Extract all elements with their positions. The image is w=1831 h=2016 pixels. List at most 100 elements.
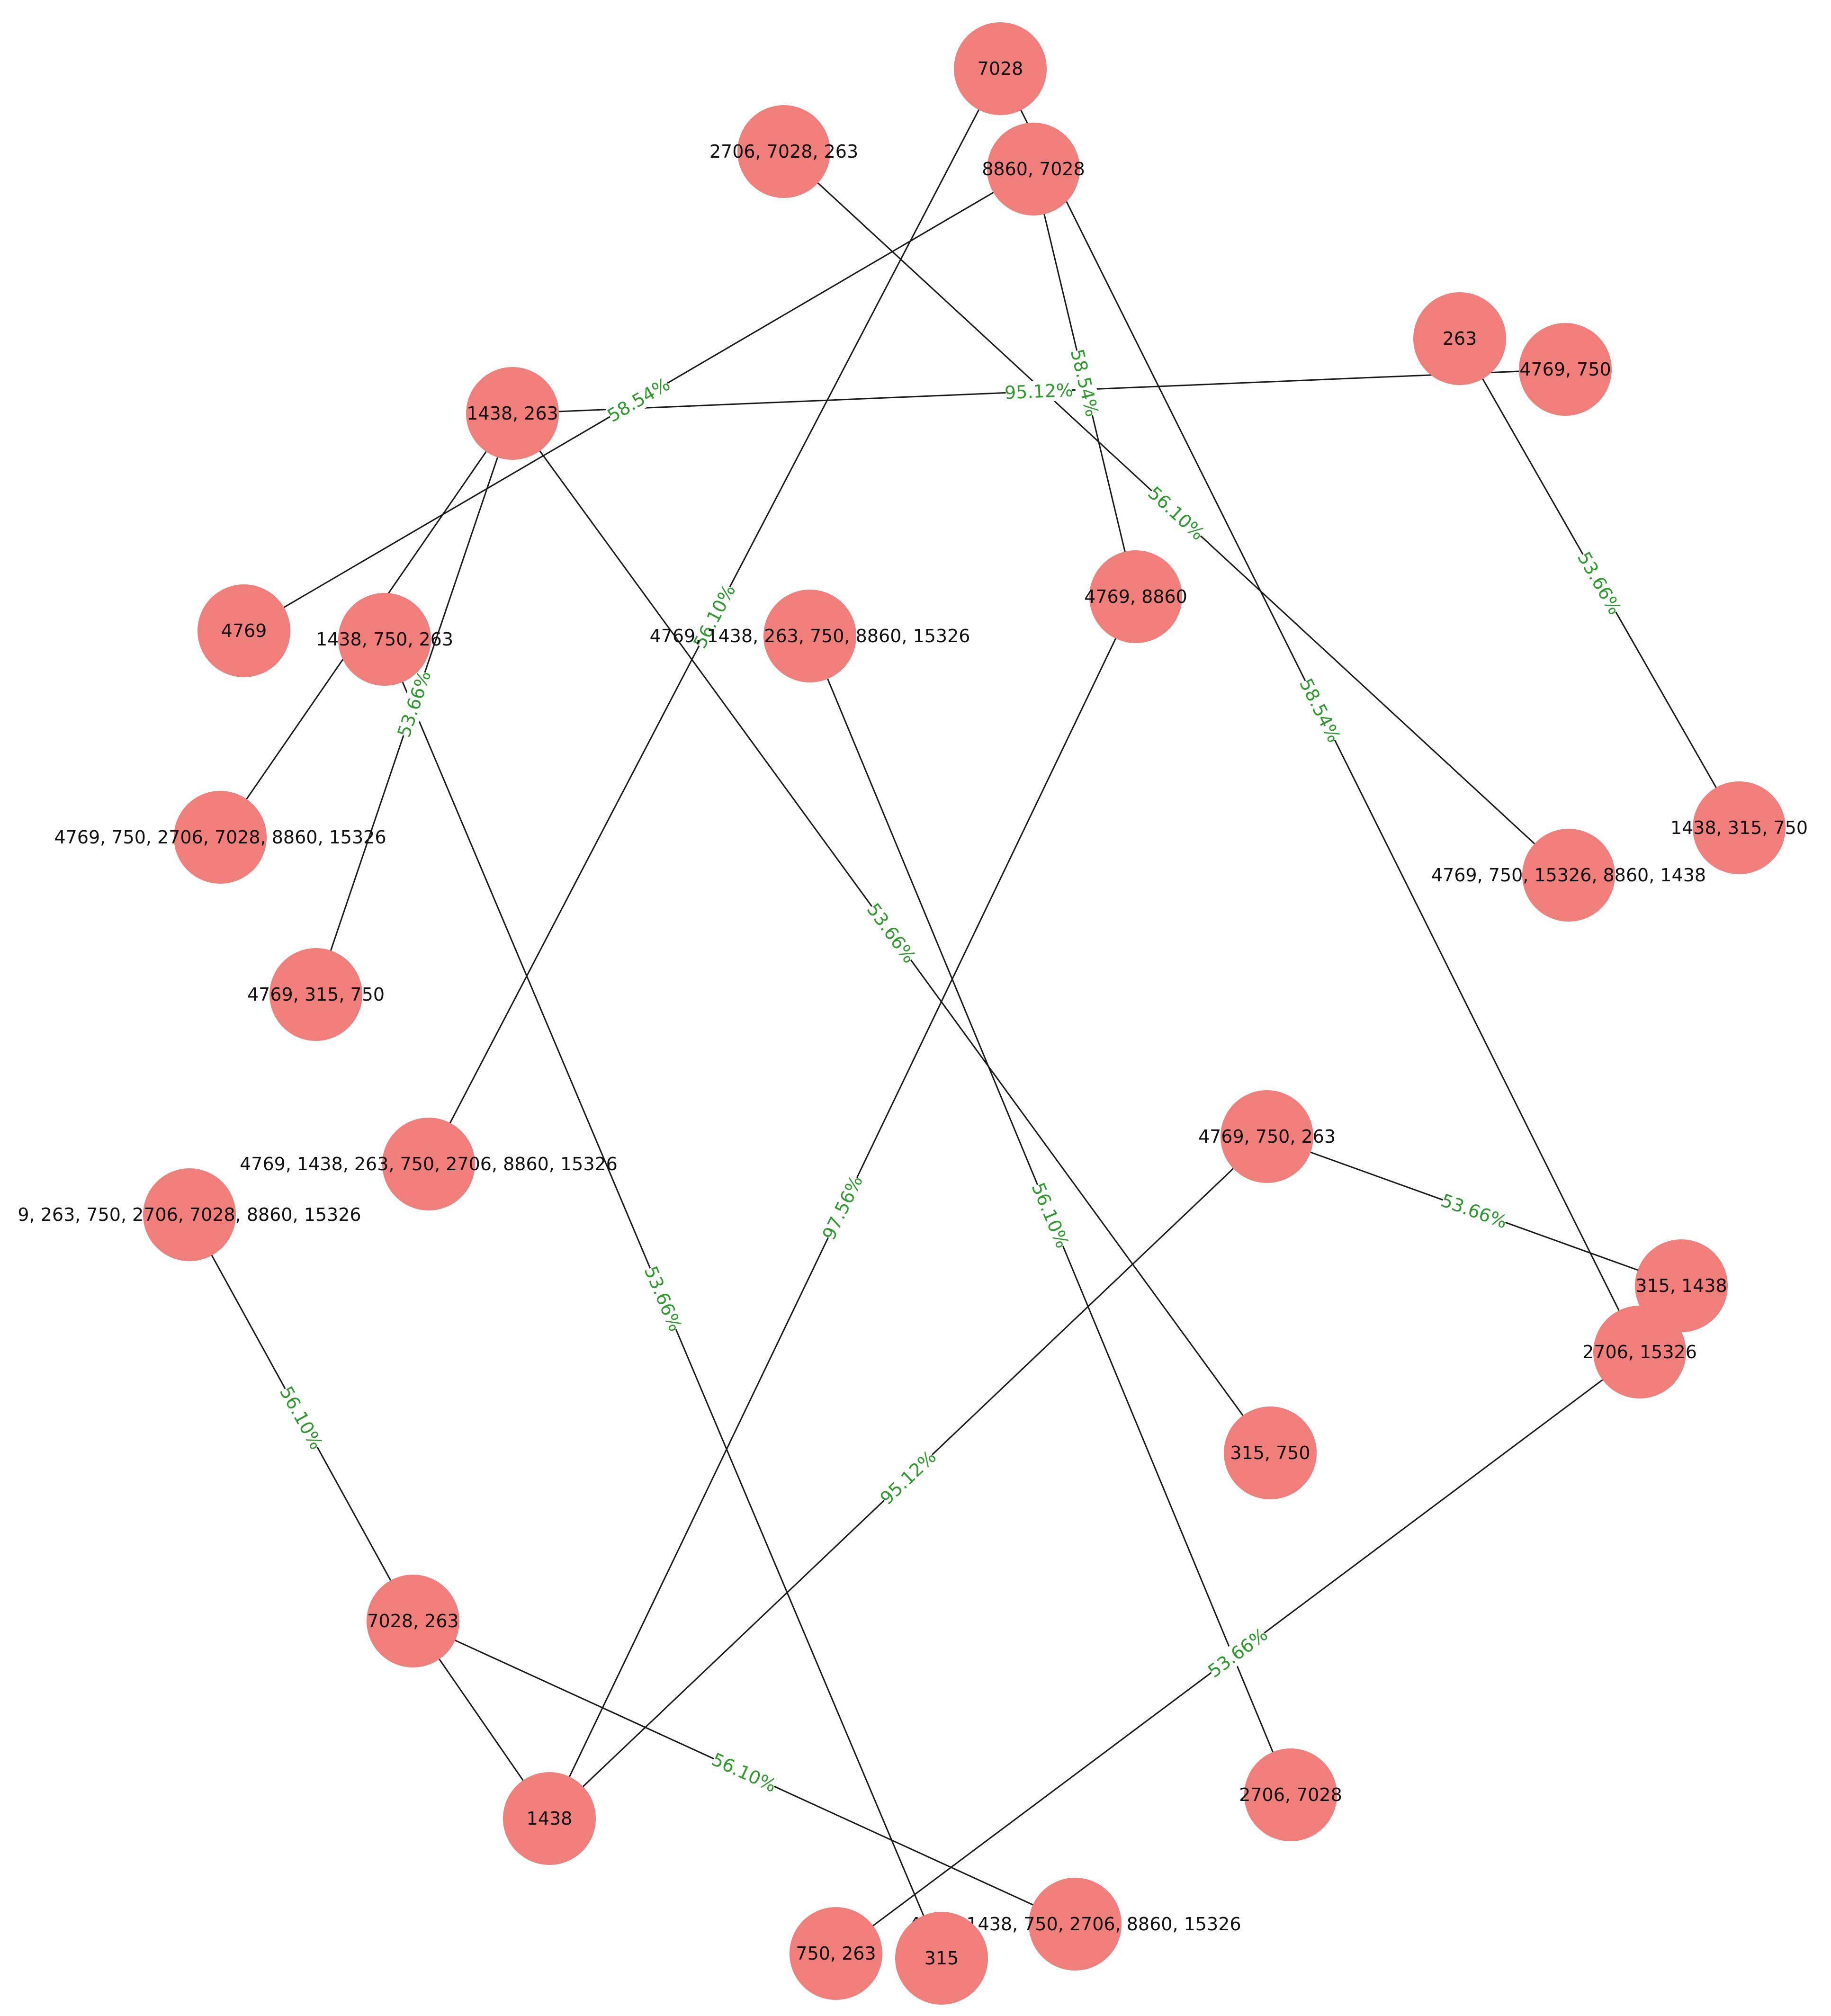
graph-node: 1438, 315, 750	[1670, 781, 1808, 874]
node-circle	[367, 1575, 459, 1667]
node-label: 4769, 315, 750	[247, 984, 385, 1005]
node-circle	[987, 123, 1080, 215]
node-label: 4769, 750, 263	[1198, 1126, 1336, 1147]
edge-label: 53.66%	[1204, 1624, 1271, 1682]
edge-label-group: 56.10%	[1027, 1180, 1073, 1251]
node-circle	[143, 1168, 236, 1261]
edge-label: 56.10%	[709, 1749, 780, 1796]
edge-label-group: 53.66%	[1573, 548, 1625, 618]
node-label: 2706, 7028, 263	[709, 141, 858, 162]
edge-label-group: 58.54%	[1295, 675, 1345, 745]
edge-label-group: 97.56%	[818, 1172, 867, 1243]
edge-label: 56.10%	[1144, 483, 1208, 545]
edge-label-background	[604, 374, 673, 426]
node-label: 315, 1438	[1635, 1275, 1727, 1296]
node-label: 7028	[978, 58, 1023, 79]
edge-label-background	[1296, 676, 1344, 745]
edge-label-background	[1574, 549, 1625, 618]
edge-label-group: 95.12%	[1004, 379, 1074, 403]
edge-label-background	[818, 1173, 867, 1242]
graph-node: 8860, 7028	[982, 123, 1085, 215]
edge-label-background	[1028, 1181, 1073, 1250]
edge-label: 53.66%	[1438, 1190, 1510, 1232]
node-label: 1438, 263	[467, 403, 558, 424]
node-circle	[269, 948, 362, 1041]
graph-node: 1438, 263	[466, 367, 559, 460]
node-label: 315	[924, 1948, 959, 1969]
node-circle	[1635, 1239, 1728, 1332]
node-circle	[1029, 1878, 1122, 1971]
node-circle	[790, 1907, 882, 2000]
node-label: 1438, 750, 263	[316, 629, 453, 650]
node-circle	[1693, 781, 1786, 874]
edge-label: 95.12%	[876, 1446, 940, 1509]
graph-node: 2706, 7028	[1239, 1748, 1342, 1841]
node-circle	[1522, 829, 1615, 922]
edge-label: 97.56%	[818, 1172, 867, 1243]
node-circle	[382, 1118, 475, 1210]
edge-label-background	[877, 1447, 940, 1508]
node-label: 4769, 1438, 263, 750, 2706, 8860, 15326	[240, 1154, 618, 1174]
node-circle	[1221, 1090, 1313, 1183]
graph-node: 2706, 7028, 263	[709, 105, 858, 198]
edge-label: 58.54%	[1295, 675, 1345, 745]
edge-label-group: 56.10%	[709, 1749, 780, 1796]
edge-label-group: 53.66%	[1438, 1190, 1510, 1232]
edge-labels-layer: 56.10%58.54%58.54%58.54%56.10%95.12%53.6…	[276, 347, 1625, 1796]
node-label: 9, 263, 750, 2706, 7028, 8860, 15326	[18, 1204, 361, 1225]
graph-node: 315	[895, 1912, 988, 2005]
node-circle	[1224, 1407, 1317, 1499]
graph-node: 7028, 263	[367, 1575, 459, 1667]
graph-node: 4769, 750, 15326, 8860, 1438	[1431, 829, 1706, 922]
node-label: 4769, 750, 15326, 8860, 1438	[1431, 865, 1706, 886]
graph-node: 750, 263	[790, 1907, 882, 2000]
node-label: 315, 750	[1230, 1443, 1310, 1463]
node-label: 8860, 7028	[982, 159, 1085, 179]
edge-label-group: 58.54%	[604, 374, 673, 426]
edge-label: 53.66%	[863, 899, 920, 967]
node-circle	[763, 590, 856, 682]
graph-node: 9, 263, 750, 2706, 7028, 8860, 15326	[18, 1168, 361, 1261]
edge-label-group: 56.10%	[276, 1383, 327, 1453]
graph-node: 2706, 15326	[1582, 1306, 1697, 1398]
node-circle	[466, 367, 559, 460]
node-circle	[1244, 1748, 1337, 1841]
graph-node: 4769, 1438, 263, 750, 2706, 8860, 15326	[240, 1118, 618, 1210]
node-label: 4769, 8860	[1084, 586, 1187, 607]
node-label: 263	[1443, 328, 1477, 349]
node-label: 4769, 750, 2706, 7028, 8860, 15326	[54, 827, 386, 848]
graph-node: 315, 750	[1224, 1407, 1317, 1499]
edge-label: 53.66%	[1573, 548, 1625, 618]
edge-label-background	[1067, 348, 1103, 418]
edge-label-background	[1005, 379, 1073, 403]
edge-label-background	[1439, 1190, 1509, 1232]
node-circle	[1519, 323, 1612, 416]
edge-label-background	[709, 1749, 779, 1796]
node-label: 7028, 263	[367, 1611, 458, 1631]
edge-label-group: 53.66%	[863, 899, 920, 967]
edge-label-background	[690, 582, 739, 651]
edge-label: 56.10%	[276, 1383, 327, 1453]
edge-label-background	[863, 900, 920, 967]
edge-label-background	[394, 669, 435, 739]
edge-label-background	[1145, 483, 1208, 544]
node-label: 1438	[527, 1808, 573, 1829]
node-circle	[197, 584, 290, 677]
graph-node: 315, 1438	[1635, 1239, 1728, 1332]
node-circle	[174, 791, 267, 884]
node-label: 4769	[221, 620, 267, 641]
graph-node: 4769, 750	[1519, 323, 1612, 416]
edge-label-group: 53.66%	[1204, 1624, 1271, 1682]
node-circle	[1593, 1306, 1686, 1398]
graph-node: 4769, 8860	[1084, 550, 1187, 643]
edge-label-group: 56.10%	[1144, 483, 1208, 545]
node-label: 750, 263	[796, 1943, 876, 1964]
edges-layer	[188, 68, 1740, 1959]
edge-label-background	[1205, 1624, 1271, 1681]
graph-node: 263	[1413, 292, 1506, 385]
graph-node: 7028	[954, 22, 1047, 115]
nodes-layer: 7028 2706, 7028, 263 8860, 7028 263 4769, 75…	[18, 22, 1808, 2005]
graph-node: 1438, 750, 263	[316, 593, 453, 686]
edge-label-group: 53.66%	[640, 1263, 686, 1335]
